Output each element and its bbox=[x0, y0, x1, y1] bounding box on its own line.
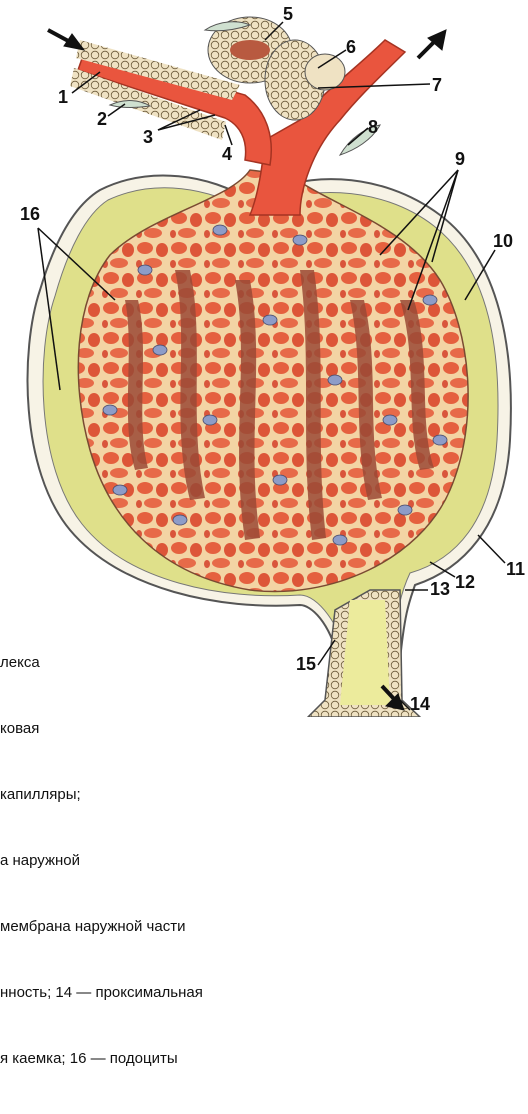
caption-line: мембрана наружной части bbox=[0, 916, 270, 938]
label-1: 1 bbox=[58, 88, 68, 106]
label-13: 13 bbox=[430, 580, 450, 598]
label-10: 10 bbox=[493, 232, 513, 250]
label-11: 11 bbox=[506, 560, 525, 578]
label-7: 7 bbox=[432, 76, 442, 94]
caption-line: нность; 14 — проксимальная bbox=[0, 982, 270, 1004]
label-16: 16 bbox=[20, 205, 40, 223]
label-8: 8 bbox=[368, 118, 378, 136]
caption-line: лекса bbox=[0, 652, 270, 674]
label-4: 4 bbox=[222, 145, 232, 163]
caption-line: а наружной bbox=[0, 850, 270, 872]
label-12: 12 bbox=[455, 573, 475, 591]
label-2: 2 bbox=[97, 110, 107, 128]
renal-corpuscle-illustration: 1 2 3 4 5 6 7 8 9 10 11 12 13 14 15 16 л… bbox=[0, 0, 528, 717]
caption-line: ковая bbox=[0, 718, 270, 740]
caption-line: я каемка; 16 — подоциты bbox=[0, 1048, 270, 1070]
label-9: 9 bbox=[455, 150, 465, 168]
label-14: 14 bbox=[410, 695, 430, 713]
label-15: 15 bbox=[296, 655, 316, 673]
caption-line: капилляры; bbox=[0, 784, 270, 806]
label-3: 3 bbox=[143, 128, 153, 146]
label-5: 5 bbox=[283, 5, 293, 23]
figure-caption: лекса ковая капилляры; а наружной мембра… bbox=[0, 608, 270, 1114]
label-6: 6 bbox=[346, 38, 356, 56]
